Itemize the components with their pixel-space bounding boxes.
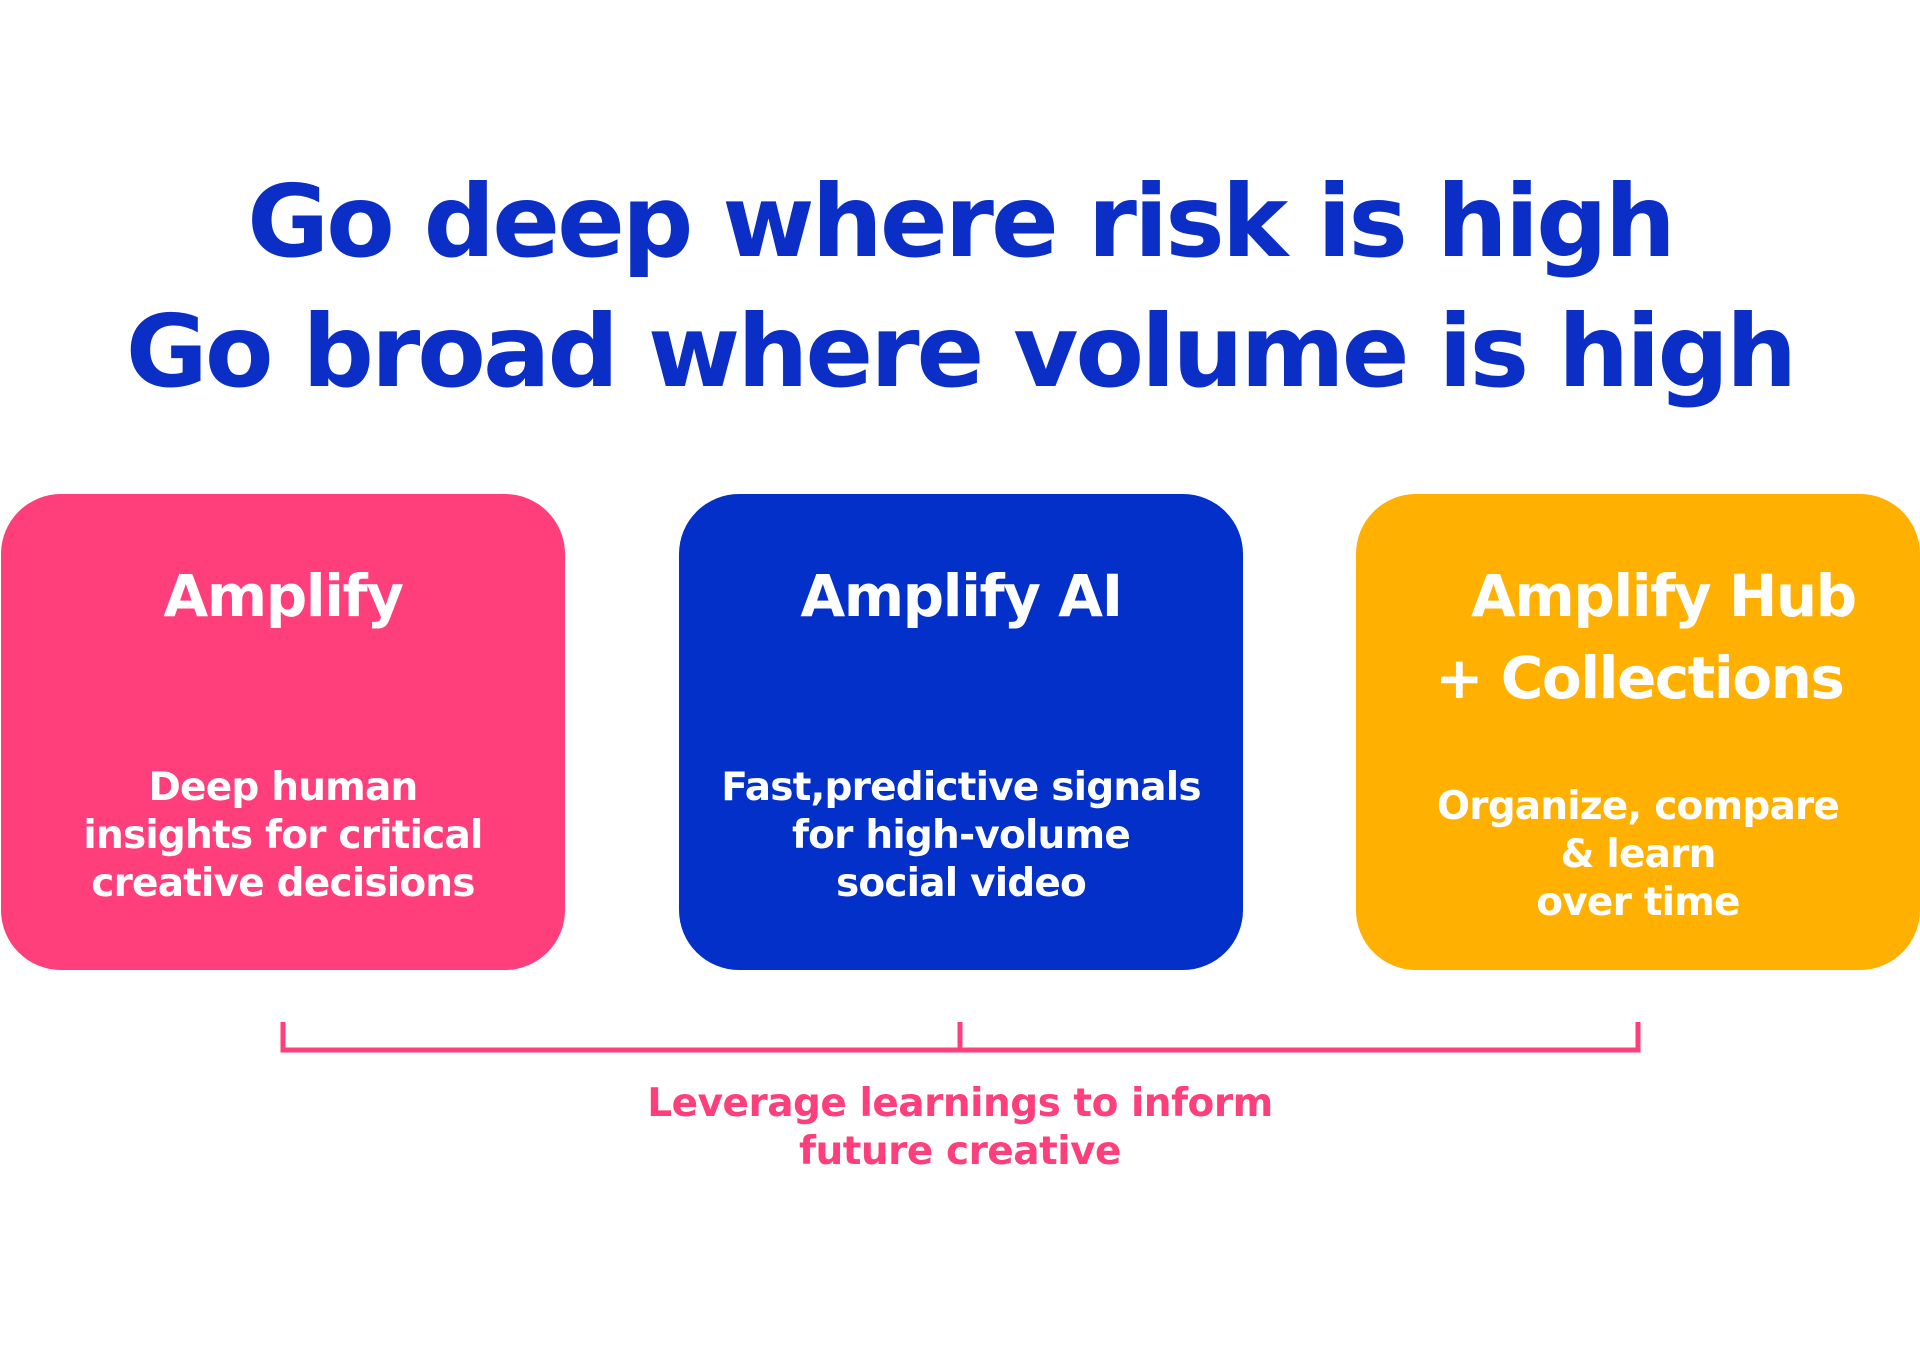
headline-line-1: Go deep where risk is high — [247, 163, 1676, 280]
card-title-line: + Collections — [1435, 644, 1845, 712]
headline-line-2: Go broad where volume is high — [125, 293, 1797, 410]
caption-line-1: Leverage learnings to inform — [647, 1081, 1273, 1126]
card-description-line: creative decisions — [91, 861, 475, 906]
card-amplify: Amplify Deep human insights for critical… — [1, 494, 565, 970]
card-description: Organize, compare & learn over time — [1356, 783, 1920, 927]
card-amplify-ai: Amplify AI Fast,predictive signals for h… — [679, 494, 1243, 970]
caption-line-2: future creative — [799, 1129, 1121, 1174]
card-amplify-hub-collections: Amplify Hub + Collections Organize, comp… — [1356, 494, 1920, 970]
card-title: Amplify Hub + Collections — [1356, 555, 1920, 719]
card-title: Amplify — [163, 562, 404, 630]
card-description-line: & learn — [1560, 832, 1716, 877]
caption: Leverage learnings to inform future crea… — [0, 1080, 1920, 1176]
card-description-line: Deep human — [148, 765, 418, 810]
card-description-line: over time — [1536, 880, 1740, 925]
card-description-line: Fast,predictive signals — [721, 765, 1201, 810]
card-description-line: social video — [835, 861, 1087, 906]
card-description: Fast,predictive signals for high-volume … — [679, 764, 1243, 908]
card-title: Amplify AI — [800, 562, 1123, 630]
card-description: Deep human insights for critical creativ… — [1, 764, 565, 908]
card-title-line: Amplify Hub — [1471, 562, 1857, 630]
card-description-line: insights for critical — [83, 813, 483, 858]
card-description-line: Organize, compare — [1436, 784, 1840, 829]
card-description-line: for high-volume — [791, 813, 1131, 858]
